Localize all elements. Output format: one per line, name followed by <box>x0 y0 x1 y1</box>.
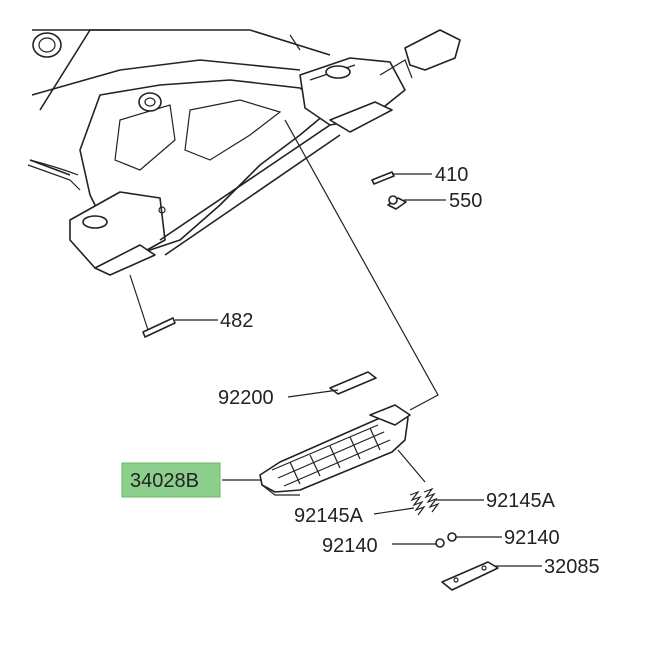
part-92200-washer <box>329 371 377 395</box>
callout-92140-right[interactable]: 92140 <box>504 527 560 549</box>
part-32085-plate <box>441 561 499 591</box>
highlight-box <box>121 462 221 498</box>
part-34028b-footpeg <box>259 404 411 496</box>
assembly-axis-lines <box>129 34 439 483</box>
part-92145a-springs <box>409 487 440 516</box>
part-410-pin <box>371 171 395 185</box>
callout-550[interactable]: 550 <box>449 190 482 212</box>
callout-92200[interactable]: 92200 <box>218 387 274 409</box>
callout-92145a-right[interactable]: 92145A <box>486 490 556 512</box>
part-482-pin <box>142 317 176 338</box>
callout-92145a-left[interactable]: 92145A <box>294 505 364 527</box>
leader-lines <box>175 173 542 567</box>
callout-92140-left[interactable]: 92140 <box>322 535 378 557</box>
part-92140-balls <box>435 532 457 548</box>
callout-34028b[interactable]: 34028B <box>130 470 199 492</box>
callout-410[interactable]: 410 <box>435 164 468 186</box>
footrest-bracket <box>27 29 461 276</box>
part-550-clip <box>387 195 407 210</box>
callout-32085[interactable]: 32085 <box>544 556 600 578</box>
callout-482[interactable]: 482 <box>220 310 253 332</box>
